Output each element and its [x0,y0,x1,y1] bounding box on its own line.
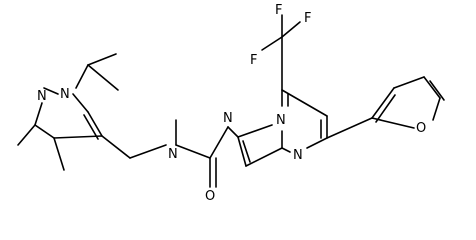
atom-label-n-tmp-lower: N [37,89,47,104]
pyrazole-ring [227,124,283,167]
molecule-structure: F F F N N N O N O N N [17,3,445,204]
atom-label-f-right: F [304,11,311,26]
atom-label-f-left: F [250,53,257,68]
atom-label-o-furan: O [416,121,426,136]
atom-label-n-tmp-upper: N [60,87,70,102]
amide-group [129,119,229,188]
atom-label-n-pyrazole: N [223,111,233,126]
trifluoromethyl-group [261,14,301,91]
atom-label-n-bridge: N [276,113,286,128]
atom-label-n-pyrimidine: N [293,148,303,163]
pyrimidine-ring [281,89,328,153]
atom-label-n-amide: N [168,147,178,162]
molecule-canvas: F F F N N N O N O N N [17,3,445,204]
trimethylpyrazole-ring [17,53,131,171]
furan-ring [326,76,445,139]
atom-label-o-carbonyl: O [205,189,215,204]
atom-label-f-top: F [275,3,282,18]
